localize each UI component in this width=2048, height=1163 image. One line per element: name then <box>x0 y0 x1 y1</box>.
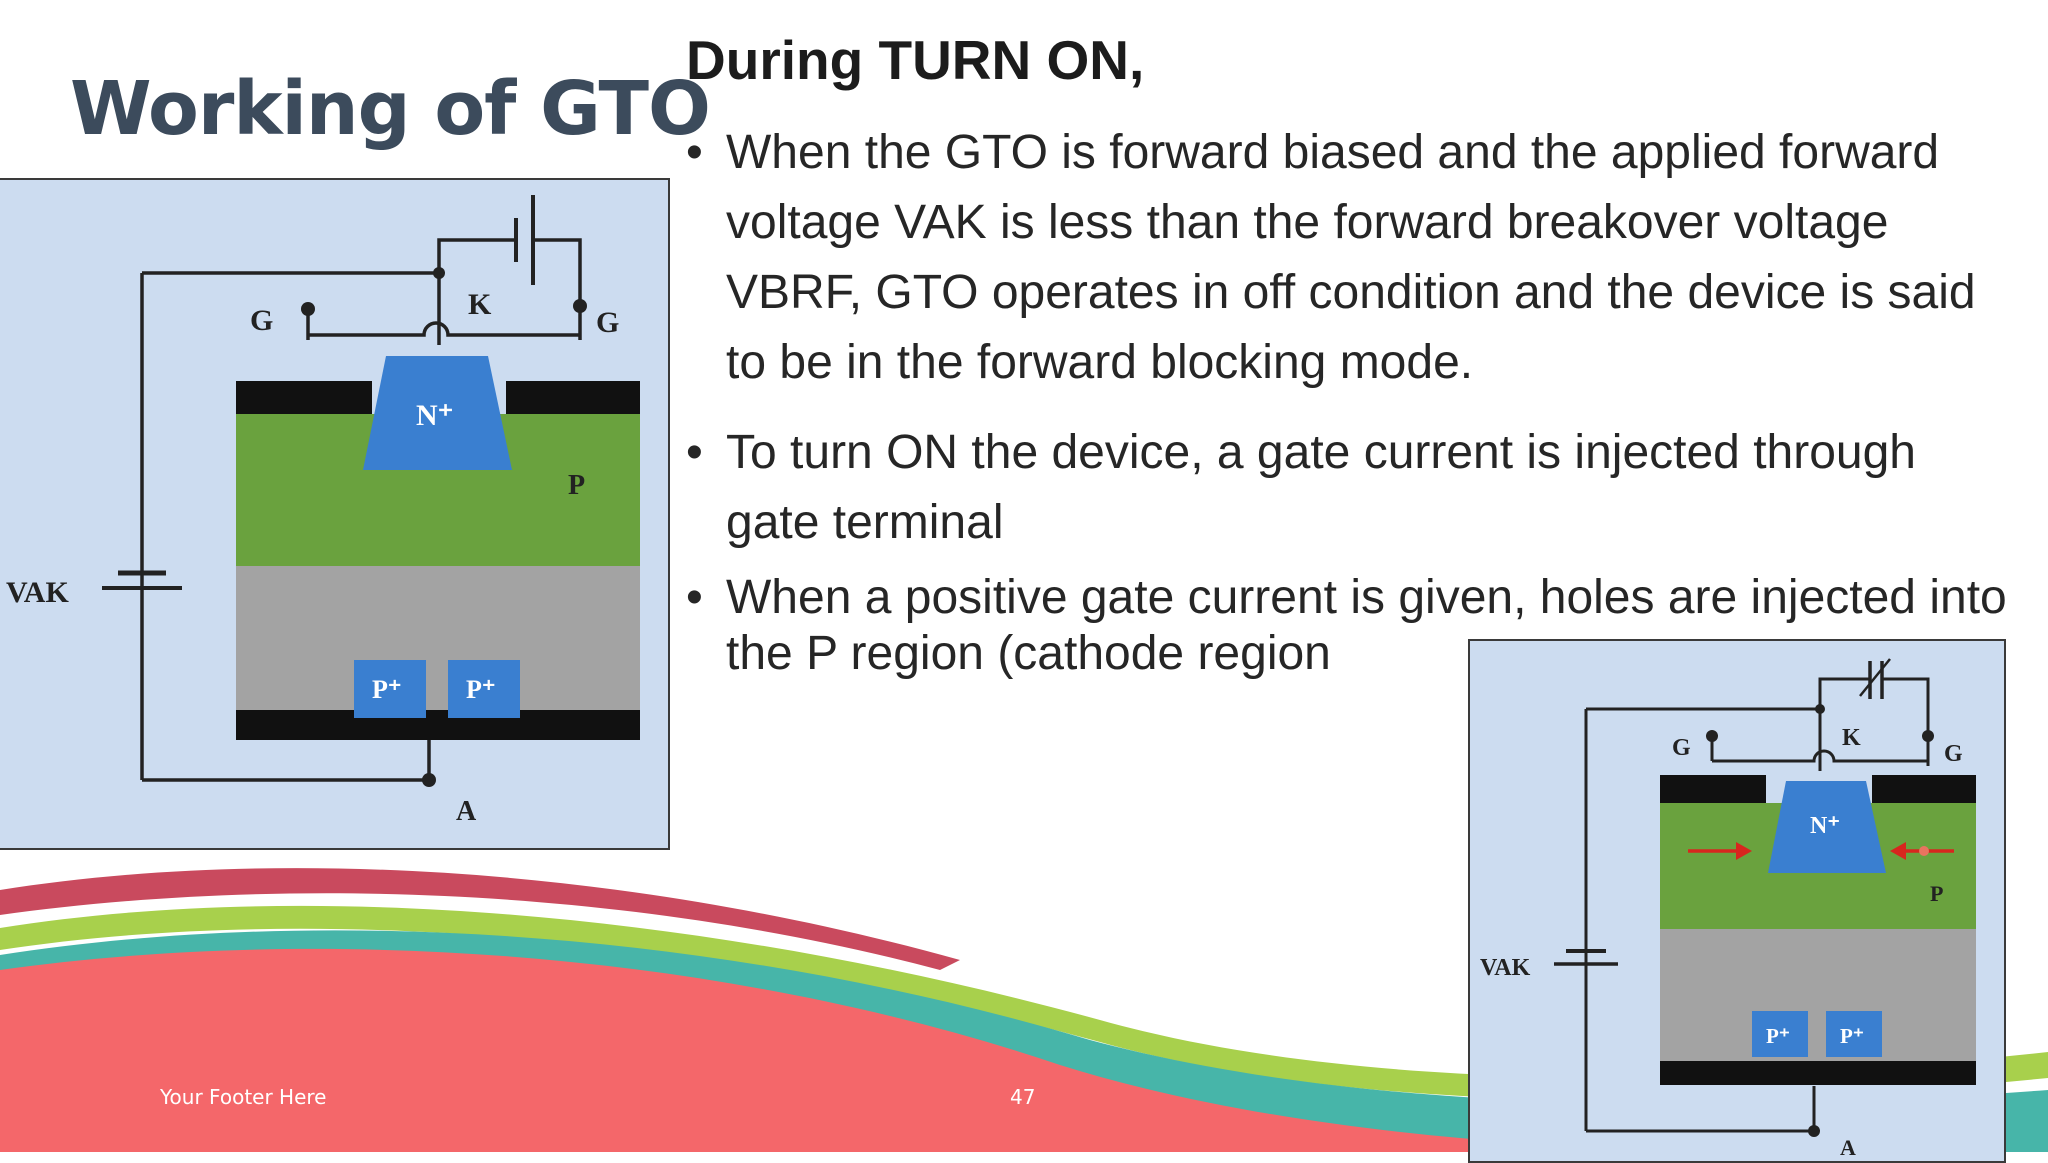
swoosh-red-band <box>0 948 1800 1152</box>
vak-label: VAK <box>1480 955 1531 981</box>
vak-label: VAK <box>6 576 69 609</box>
anode-label: A <box>1840 1135 1856 1160</box>
footer-text: Your Footer Here <box>160 1085 327 1109</box>
bullet-list: • When the GTO is forward biased and the… <box>686 118 2016 682</box>
section-heading: During TURN ON, <box>686 29 1145 91</box>
gate-left-label: G <box>1672 735 1691 761</box>
swoosh-green-band <box>0 905 2048 1101</box>
cathode-label: K <box>468 288 492 321</box>
bullet-item: • When the GTO is forward biased and the… <box>686 118 2016 398</box>
bullet-text: When the GTO is forward biased and the a… <box>726 126 1976 389</box>
n-plus-label: N⁺ <box>1810 813 1840 839</box>
bullet-dot: • <box>686 426 703 479</box>
swoosh-darkred-band <box>0 868 960 970</box>
p-plus-left-label: P⁺ <box>1766 1024 1790 1048</box>
n-plus-label: N⁺ <box>416 399 454 432</box>
bullet-item: • When a positive gate current is given,… <box>686 570 2016 682</box>
cathode-label: K <box>1842 725 1861 751</box>
gate-left-label: G <box>250 304 273 337</box>
gto-structure-svg: G K G N⁺ P VAK P⁺ P⁺ A <box>6 195 640 827</box>
p-plus-left-label: P⁺ <box>372 675 402 704</box>
footer-swoosh <box>0 868 2048 1152</box>
bullet-dot: • <box>686 126 703 179</box>
page-number: 47 <box>1010 1085 1036 1109</box>
slide-title: Working of GTO <box>70 66 711 152</box>
gate-right-label: G <box>1944 741 1963 767</box>
gto-turnon-svg: G K G N⁺ P VAK P⁺ P⁺ A <box>1480 658 1976 1160</box>
hole-injection-arrows <box>1688 842 1954 860</box>
gate-right-label: G <box>596 306 619 339</box>
bullet-item: • To turn ON the device, a gate current … <box>686 418 2016 558</box>
bullet-text: To turn ON the device, a gate current is… <box>726 426 1916 549</box>
p-region-label: P <box>568 470 585 501</box>
p-plus-right-label: P⁺ <box>466 675 496 704</box>
gto-diagram-turn-on: G K G N⁺ P VAK P⁺ P⁺ A <box>1468 639 2006 1163</box>
anode-label: A <box>456 796 477 827</box>
gto-diagram-off: G K G N⁺ P VAK P⁺ P⁺ A <box>0 178 670 850</box>
bullet-text: When a positive gate current is given, h… <box>726 571 2007 680</box>
p-plus-right-label: P⁺ <box>1840 1024 1864 1048</box>
p-region-label: P <box>1930 881 1943 906</box>
bullet-dot: • <box>686 571 703 624</box>
